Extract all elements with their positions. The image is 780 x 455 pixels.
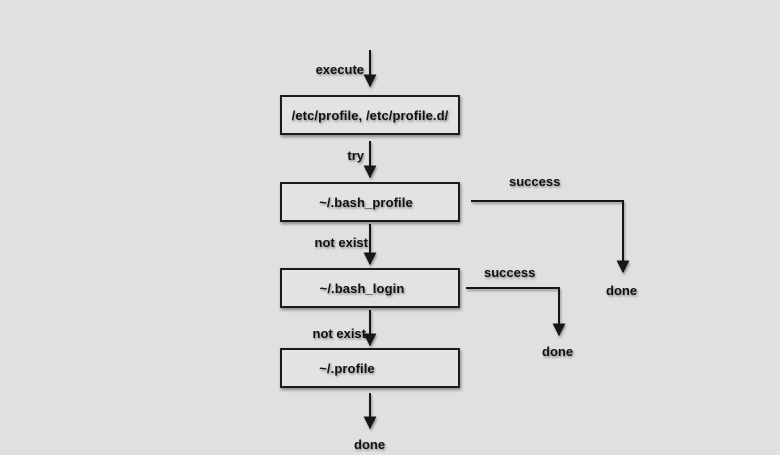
edge-label-success-1: success [509, 174, 561, 189]
node-bash-profile-label: ~/.bash_profile [319, 194, 413, 210]
terminal-label-done-mid: done [542, 344, 574, 359]
edge-label-not-exist-2: not exist [312, 326, 366, 341]
node-bash-profile: ~/.bash_profile [280, 182, 460, 222]
edge-label-execute: execute [315, 62, 364, 77]
node-bash-login: ~/.bash_login [280, 268, 460, 308]
node-bash-login-label: ~/.bash_login [319, 280, 405, 296]
node-etc-profile-label: /etc/profile, /etc/profile.d/ [291, 107, 449, 123]
edge-label-not-exist-1: not exist [314, 235, 368, 250]
arrow-success-1 [471, 200, 630, 274]
node-profile-label: ~/.profile [319, 360, 375, 376]
node-etc-profile: /etc/profile, /etc/profile.d/ [280, 95, 460, 135]
terminal-label-done-right: done [606, 283, 638, 298]
edge-label-try: try [347, 148, 364, 163]
arrow-success-2 [466, 287, 566, 337]
edge-label-success-2: success [484, 265, 536, 280]
terminal-label-done-bottom: done [354, 437, 386, 452]
node-profile: ~/.profile [280, 348, 460, 388]
